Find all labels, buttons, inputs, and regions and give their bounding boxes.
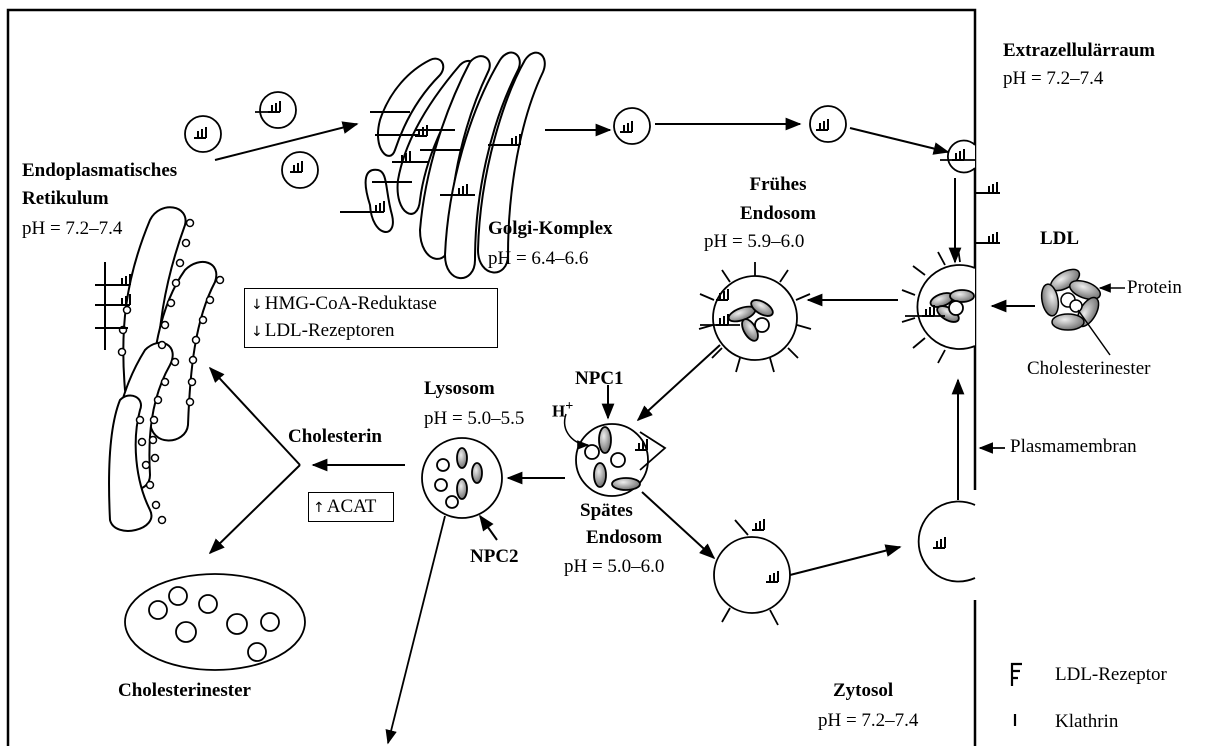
early-endosome-ph: pH = 5.9–6.0 [704, 231, 805, 252]
ldl-particle [1040, 268, 1102, 331]
late-endosome-title-line2: Endosom [586, 527, 663, 548]
early-endosome-title-line1: Frühes [749, 174, 807, 195]
hmg-row: ↓HMG-CoA-Reduktase [251, 291, 491, 318]
fusing-vesicle [940, 139, 976, 174]
h-plus-base: H [552, 401, 566, 421]
golgi-cisternae [364, 51, 546, 280]
er-receptors [95, 262, 131, 350]
legend-receptor-symbol [1010, 662, 1022, 686]
cholesterin-label: Cholesterin [288, 426, 382, 447]
early-endosome-title-line2: Endosom [739, 203, 817, 224]
golgi-receptors [340, 111, 521, 213]
lysosome-title: Lysosom [424, 378, 495, 399]
npc2-label: NPC2 [470, 546, 519, 567]
acat-label: ACAT [326, 496, 377, 517]
cell-membrane [6, 8, 977, 746]
h-plus-label: H+ [552, 398, 573, 421]
down-arrow-icon: ↓ [251, 324, 263, 340]
golgi-ph: pH = 6.4–6.6 [488, 248, 589, 269]
up-arrow-icon: ↑ [313, 500, 325, 516]
er-ph: pH = 7.2–7.4 [22, 218, 123, 239]
lipid-droplet-label: Cholesterinester [118, 680, 251, 701]
er-to-golgi-vesicles [184, 91, 319, 189]
golgi-title: Golgi-Komplex [488, 218, 613, 239]
ldlr-row: ↓LDL-Rezeptoren [251, 318, 491, 345]
recycling-vesicle-1 [713, 518, 791, 626]
extracellular-ph: pH = 7.2–7.4 [1003, 68, 1104, 89]
late-endosome-title-line1: Spätes [580, 500, 633, 521]
arrow-to-droplet [208, 464, 301, 555]
late-endosome-ph: pH = 5.0–6.0 [564, 556, 665, 577]
pointer-ldl-ester [1077, 309, 1111, 356]
recycling-vesicle-2 [917, 500, 976, 583]
er-title-line1: Endoplasmatisches [22, 160, 178, 181]
arrow-lysosome-down [385, 515, 446, 745]
arrow-late-to-recycling [641, 491, 716, 560]
hmg-label: HMG-CoA-Reduktase [264, 293, 437, 314]
arrow-early-to-late [636, 344, 721, 422]
regulation-box: ↓HMG-CoA-Reduktase ↓LDL-Rezeptoren [244, 288, 498, 348]
er-cisternae [108, 206, 218, 532]
plasmamembran-label: Plasmamembran [1010, 436, 1137, 457]
ldl-label: LDL [1040, 228, 1080, 249]
arrow-to-membrane [849, 127, 950, 155]
extracellular-title: Extrazellulärraum [1003, 40, 1155, 61]
secretory-vesicle-2 [809, 105, 847, 143]
arrow-to-recycling-2 [789, 544, 902, 576]
legend-clathrin-label: Klathrin [1055, 711, 1119, 732]
ldl-ester-label: Cholesterinester [1027, 358, 1151, 379]
arrow-er-to-golgi [214, 121, 359, 161]
protein-label: Protein [1127, 277, 1182, 298]
down-arrow-icon: ↓ [251, 297, 263, 313]
arrow-to-er [208, 366, 301, 466]
legend-receptor-label: LDL-Rezeptor [1055, 664, 1167, 685]
lysosome [421, 437, 503, 519]
coated-pit [901, 247, 976, 364]
npc2-arrow [479, 514, 498, 541]
h-plus-sup: + [565, 398, 574, 414]
acat-box: ↑ACAT [308, 492, 394, 522]
secretory-vesicle-1 [613, 107, 651, 145]
cytosol-ph: pH = 7.2–7.4 [818, 710, 919, 731]
lipid-droplet [124, 573, 306, 671]
surface-receptors [975, 181, 1000, 244]
h-plus-arrow [563, 413, 590, 450]
npc1-label: NPC1 [575, 368, 624, 389]
lysosome-ph: pH = 5.0–5.5 [424, 408, 525, 429]
early-endosome [698, 262, 812, 373]
cytosol-title: Zytosol [833, 680, 894, 701]
er-title-line2: Retikulum [22, 188, 109, 209]
ldlr-label: LDL-Rezeptoren [264, 320, 395, 341]
er-ribosomes [117, 218, 225, 525]
late-endosome [575, 423, 667, 497]
